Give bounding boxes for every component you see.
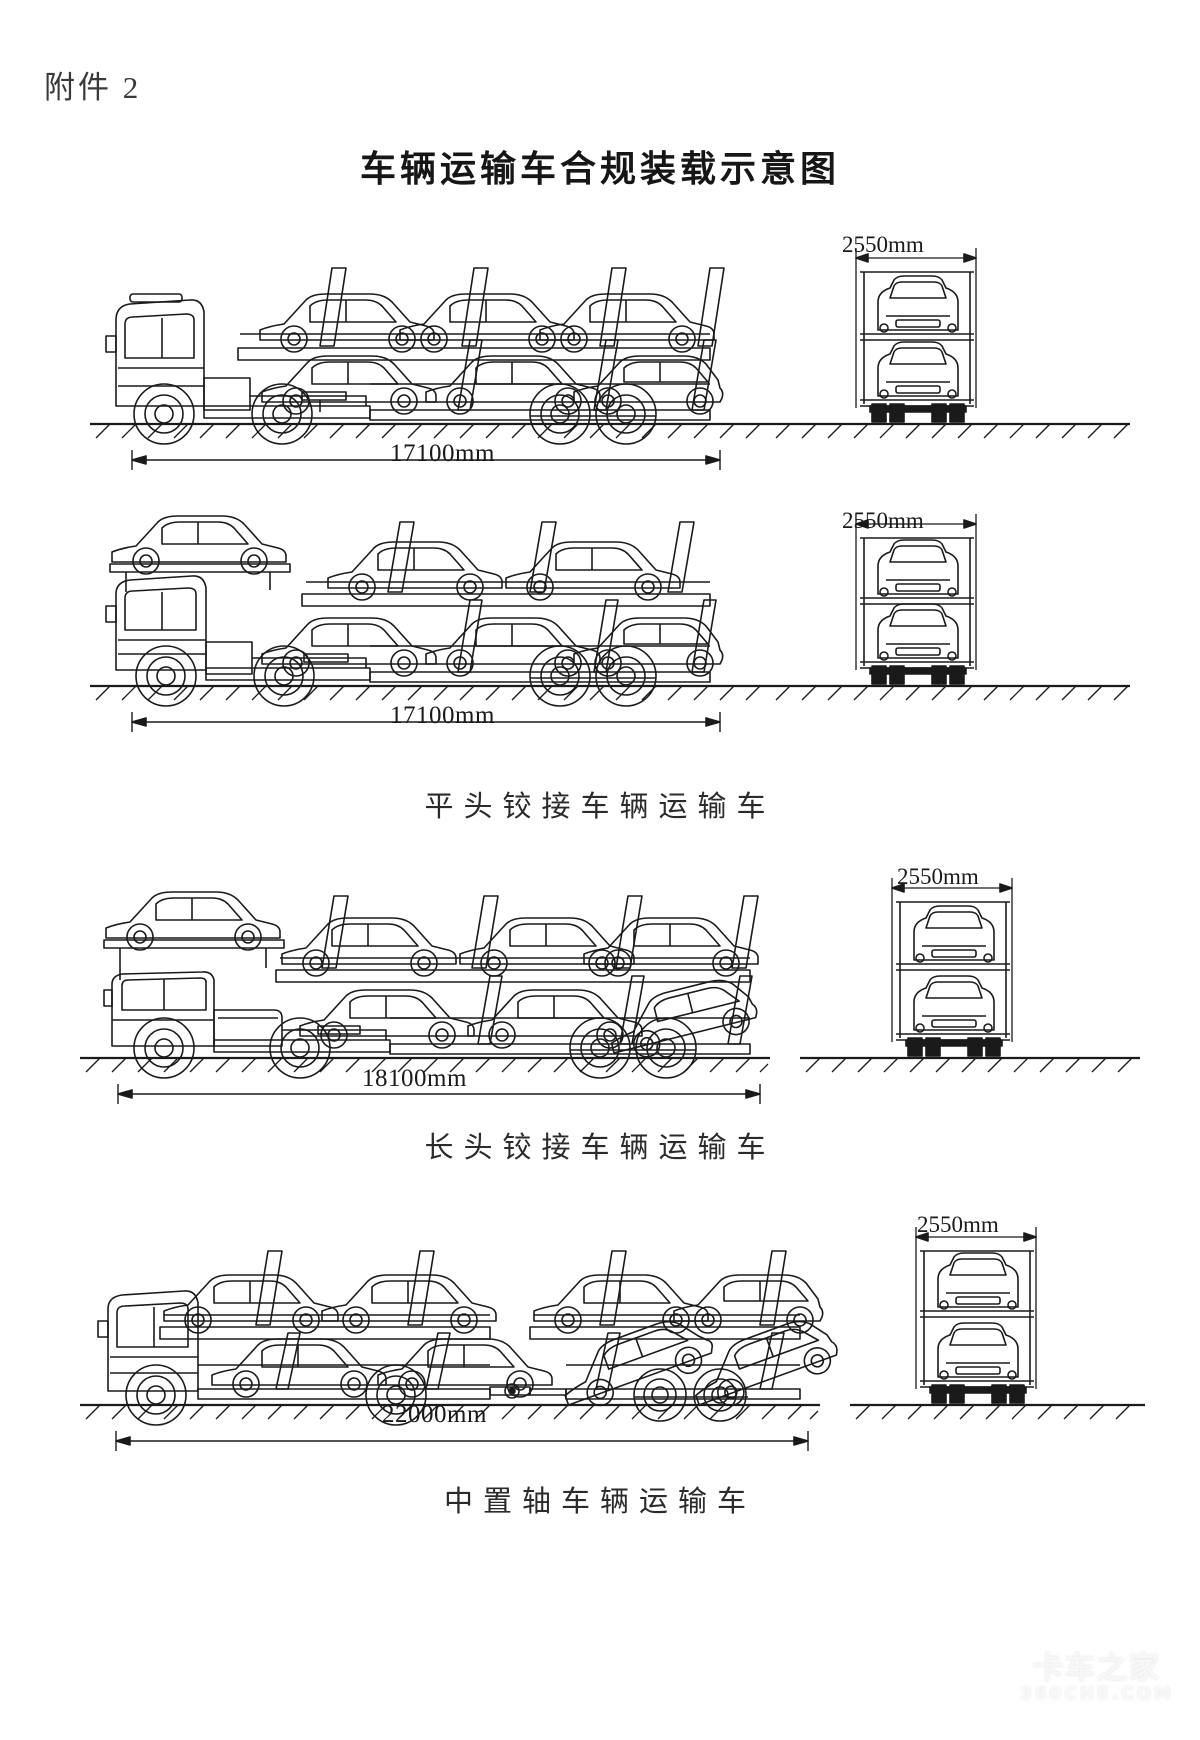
- side-view-flat-nose-2: [90, 515, 770, 732]
- car-lower-3: [573, 617, 724, 677]
- car-upper-2: [321, 1274, 497, 1334]
- rear-view-center-axle: [850, 1227, 1145, 1420]
- car-lower-1: [261, 617, 437, 677]
- section-caption-flat-nose: 平头铰接车辆运输车: [424, 791, 776, 823]
- car-upper-3: [539, 293, 715, 353]
- car-upper-1: [259, 293, 435, 353]
- page-title: 车辆运输车合规装载示意图: [359, 149, 840, 190]
- car-upper-2: [505, 541, 681, 601]
- length-dimension-label-2: 17100mm: [390, 702, 495, 729]
- car-rear-lower: [937, 1322, 1019, 1380]
- car-upper-4: [673, 1274, 824, 1334]
- car-upper-2: [399, 293, 575, 353]
- watermark-cn-text: 卡车之家: [1032, 1650, 1161, 1686]
- width-dimension-label-1: 2550mm: [842, 232, 924, 257]
- width-dimension-label-3: 2550mm: [897, 864, 979, 889]
- car-upper-3: [533, 1274, 709, 1334]
- rear-view-flat-nose-2: [770, 514, 1130, 701]
- side-view-center-axle: [80, 1250, 838, 1451]
- rear-view-long-nose: [800, 878, 1140, 1073]
- car-over-cab: [111, 515, 287, 575]
- figure-center-axle: [60, 1205, 1160, 1495]
- car-lower-2: [425, 355, 601, 415]
- figure-flat-nose-2: [70, 490, 1150, 770]
- side-view-flat-nose-1: [90, 267, 770, 470]
- watermark-en-text: 360CHE.COM: [1019, 1684, 1174, 1704]
- car-over-cab: [105, 891, 281, 951]
- attachment-label: 附件 2: [44, 70, 142, 105]
- car-lower-3-tilted: [610, 979, 758, 1058]
- car-upper-2: [459, 917, 635, 977]
- car-lower-1: [211, 1338, 387, 1398]
- car-upper-1: [327, 541, 503, 601]
- length-dimension-label-3: 18100mm: [362, 1065, 467, 1092]
- car-lower-2: [377, 1338, 553, 1398]
- car-rear-upper: [937, 1252, 1019, 1310]
- figure-long-nose: [60, 860, 1160, 1150]
- width-dimension-label-4: 2550mm: [917, 1212, 999, 1237]
- section-caption-center-axle: 中置轴车辆运输车: [443, 1486, 756, 1518]
- watermark: 卡车之家 360CHE.COM: [1019, 1650, 1174, 1704]
- length-dimension-label-1: 17100mm: [390, 440, 495, 467]
- car-rear-lower: [913, 975, 995, 1033]
- side-view-long-nose: [80, 891, 770, 1104]
- car-rear-upper: [877, 539, 959, 597]
- car-lower-1: [261, 355, 437, 415]
- car-lower-3: [573, 355, 724, 415]
- car-lower-3-tilted: [564, 1320, 714, 1407]
- section-caption-long-nose: 长头铰接车辆运输车: [424, 1132, 776, 1164]
- car-lower-4-tilted: [695, 1320, 838, 1407]
- width-dimension-label-2: 2550mm: [842, 508, 924, 533]
- car-lower-2: [467, 989, 643, 1049]
- car-upper-1: [163, 1274, 339, 1334]
- rear-view-flat-nose-1: [770, 248, 1130, 439]
- car-upper-3: [583, 917, 759, 977]
- car-lower-2: [425, 617, 601, 677]
- car-rear-lower: [877, 341, 959, 399]
- car-rear-upper: [913, 905, 995, 963]
- car-upper-1: [281, 917, 457, 977]
- car-rear-lower: [877, 603, 959, 661]
- length-dimension-label-4: 22000mm: [382, 1401, 487, 1428]
- figure-flat-nose-1: [70, 228, 1150, 498]
- car-rear-upper: [877, 275, 959, 333]
